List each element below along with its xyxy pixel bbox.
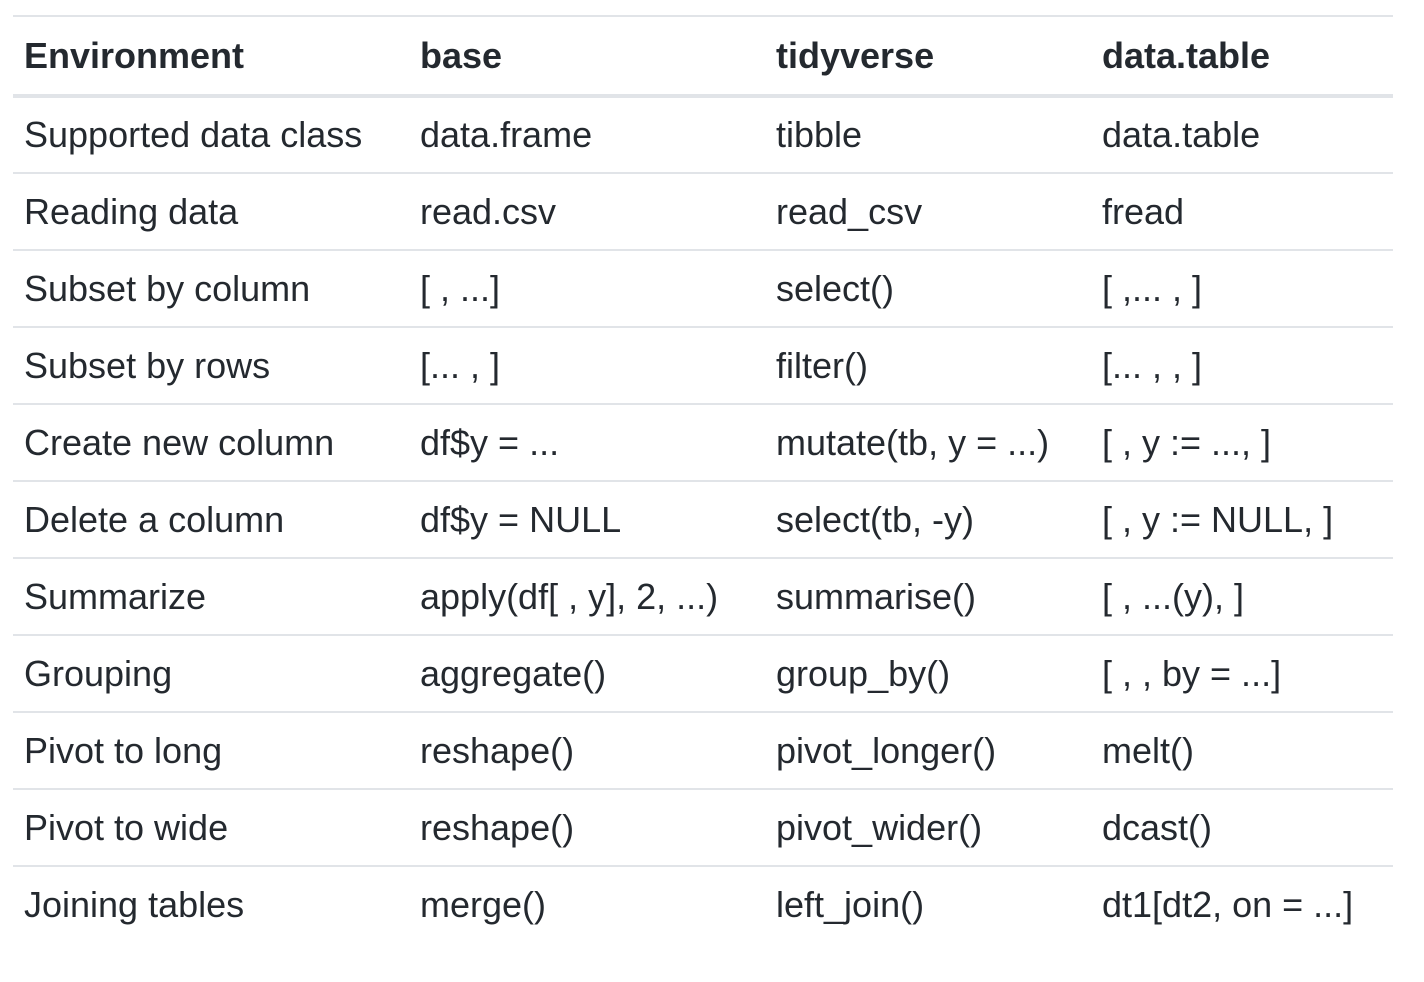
cell-base: df$y = ... bbox=[420, 421, 560, 463]
comparison-table-container: Environment base tidyverse data.table Su… bbox=[13, 15, 1393, 943]
cell-data-table: [ , , by = ...] bbox=[1102, 652, 1282, 694]
table-row: Summarize apply(df[ , y], 2, ...) summar… bbox=[13, 558, 1393, 635]
table-row: Create new column df$y = ... mutate(tb, … bbox=[13, 404, 1393, 481]
cell-operation: Pivot to long bbox=[24, 729, 223, 771]
cell-base: reshape() bbox=[420, 729, 575, 771]
table-row: Grouping aggregate() group_by() [ , , by… bbox=[13, 635, 1393, 712]
cell-tidyverse: pivot_longer() bbox=[776, 729, 997, 771]
comparison-table: Environment base tidyverse data.table Su… bbox=[13, 15, 1393, 943]
header-environment: Environment bbox=[24, 34, 245, 76]
table-row: Subset by column [ , ...] select() [ ,..… bbox=[13, 250, 1393, 327]
table-row: Pivot to long reshape() pivot_longer() m… bbox=[13, 712, 1393, 789]
header-base: base bbox=[420, 34, 503, 76]
cell-tidyverse: left_join() bbox=[776, 884, 925, 926]
cell-data-table: [ , y := NULL, ] bbox=[1102, 498, 1334, 540]
cell-operation: Subset by rows bbox=[24, 344, 271, 386]
cell-tidyverse: mutate(tb, y = ...) bbox=[776, 421, 1050, 463]
cell-base: data.frame bbox=[420, 114, 593, 156]
cell-tidyverse: summarise() bbox=[776, 575, 977, 617]
cell-operation: Pivot to wide bbox=[24, 806, 229, 848]
cell-tidyverse: group_by() bbox=[776, 652, 951, 694]
cell-tidyverse: pivot_wider() bbox=[776, 806, 983, 848]
header-tidyverse: tidyverse bbox=[776, 34, 935, 76]
cell-base: df$y = NULL bbox=[420, 498, 622, 540]
table-row: Reading data read.csv read_csv fread bbox=[13, 173, 1393, 250]
cell-base: read.csv bbox=[420, 190, 557, 232]
cell-operation: Delete a column bbox=[24, 498, 285, 540]
cell-data-table: fread bbox=[1102, 190, 1185, 232]
cell-tidyverse: filter() bbox=[776, 344, 868, 386]
table-header: Environment base tidyverse data.table bbox=[13, 16, 1393, 96]
cell-data-table: [ , y := ..., ] bbox=[1102, 421, 1272, 463]
table-row: Delete a column df$y = NULL select(tb, -… bbox=[13, 481, 1393, 558]
cell-data-table: [... , , ] bbox=[1102, 344, 1203, 386]
cell-tidyverse: tibble bbox=[776, 114, 863, 156]
table-row: Supported data class data.frame tibble d… bbox=[13, 96, 1393, 173]
cell-operation: Subset by column bbox=[24, 267, 311, 309]
cell-data-table: [ , ...(y), ] bbox=[1102, 575, 1244, 617]
cell-base: merge() bbox=[420, 884, 547, 926]
cell-operation: Reading data bbox=[24, 190, 239, 232]
cell-data-table: dt1[dt2, on = ...] bbox=[1102, 884, 1354, 926]
cell-data-table: dcast() bbox=[1102, 806, 1213, 848]
header-data-table: data.table bbox=[1102, 34, 1271, 76]
cell-data-table: [ ,... , ] bbox=[1102, 267, 1203, 309]
cell-base: [ , ...] bbox=[420, 267, 501, 309]
cell-tidyverse: read_csv bbox=[776, 190, 923, 232]
table-row: Joining tables merge() left_join() dt1[d… bbox=[13, 866, 1393, 943]
cell-operation: Joining tables bbox=[24, 884, 245, 926]
cell-base: [... , ] bbox=[420, 344, 501, 386]
cell-operation: Grouping bbox=[24, 652, 173, 694]
header-row: Environment base tidyverse data.table bbox=[13, 16, 1393, 96]
cell-operation: Create new column bbox=[24, 421, 335, 463]
cell-operation: Summarize bbox=[24, 575, 207, 617]
cell-base: apply(df[ , y], 2, ...) bbox=[420, 575, 719, 617]
cell-data-table: data.table bbox=[1102, 114, 1261, 156]
cell-operation: Supported data class bbox=[24, 114, 363, 156]
table-body: Supported data class data.frame tibble d… bbox=[13, 96, 1393, 943]
table-row: Pivot to wide reshape() pivot_wider() dc… bbox=[13, 789, 1393, 866]
cell-tidyverse: select() bbox=[776, 267, 895, 309]
cell-base: aggregate() bbox=[420, 652, 607, 694]
cell-base: reshape() bbox=[420, 806, 575, 848]
cell-data-table: melt() bbox=[1102, 729, 1194, 771]
table-row: Subset by rows [... , ] filter() [... , … bbox=[13, 327, 1393, 404]
cell-tidyverse: select(tb, -y) bbox=[776, 498, 975, 540]
